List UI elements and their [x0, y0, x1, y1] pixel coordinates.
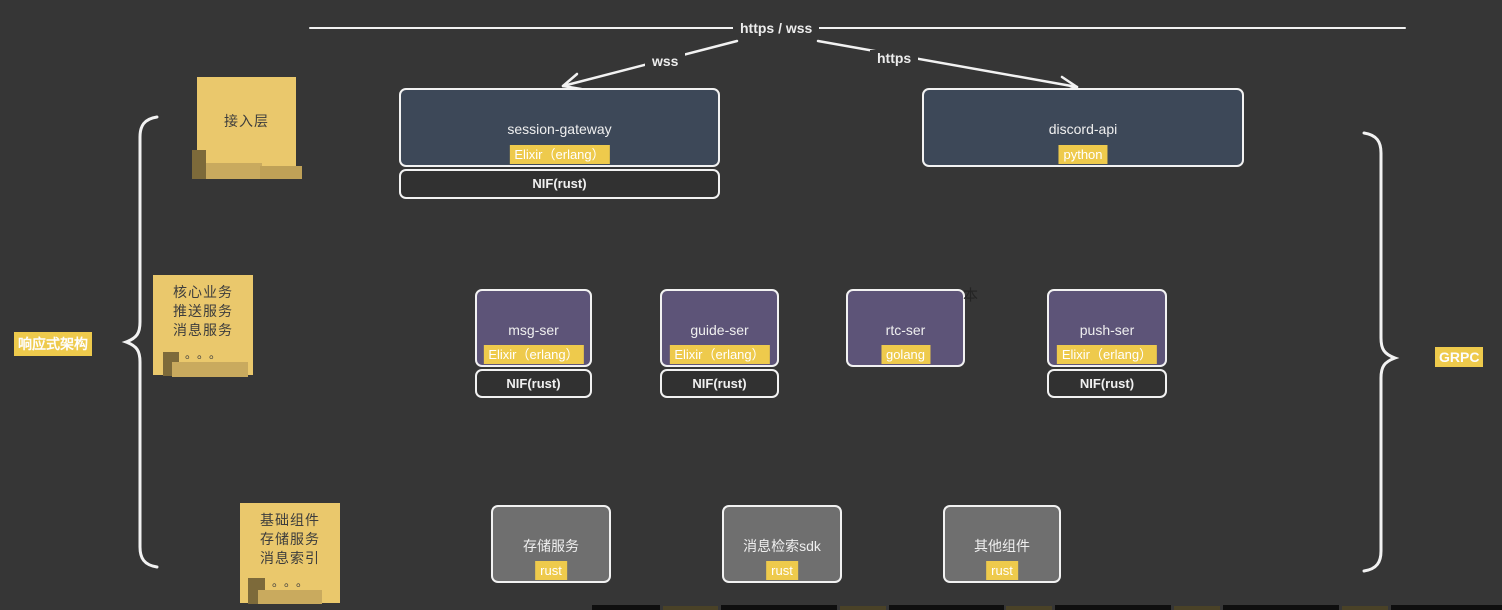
cutoff-box-fragment: [1006, 606, 1052, 610]
push-ser-nif-box[interactable]: NIF(rust): [1047, 369, 1167, 398]
msg-ser-nif-box[interactable]: NIF(rust): [475, 369, 592, 398]
nif-label: NIF(rust): [532, 176, 587, 191]
tech-highlight: Elixir（erlang）: [509, 145, 610, 164]
box-title: push-ser: [1079, 322, 1135, 338]
cutoff-box-fragment: [663, 606, 718, 610]
sticky-text: 核心业务: [173, 284, 233, 300]
session-gateway-nif-box[interactable]: NIF(rust): [399, 169, 720, 199]
nif-label: NIF(rust): [692, 376, 747, 391]
box-title: guide-ser: [690, 322, 749, 338]
top-line-label: https / wss: [733, 20, 820, 36]
rtc-ser-box[interactable]: rtc-ser golang: [846, 289, 965, 367]
sticky-ellipsis: 。。。: [271, 575, 314, 589]
nif-label: NIF(rust): [506, 376, 561, 391]
box-title: 消息检索sdk: [743, 538, 821, 554]
box-title: 存储服务: [523, 538, 579, 554]
box-title: 其他组件: [974, 538, 1030, 554]
cutoff-box-fragment: [592, 605, 660, 610]
sticky-text: 存储服务: [260, 531, 320, 547]
cutoff-box-fragment: [1055, 605, 1171, 610]
box-title: rtc-ser: [885, 322, 926, 338]
cutoff-box-fragment: [1342, 606, 1388, 610]
msg-ser-box[interactable]: msg-ser Elixir（erlang）: [475, 289, 592, 367]
cutoff-box-fragment: [840, 606, 886, 610]
stray-character: 本: [963, 287, 979, 304]
https-arrow-label: https: [870, 50, 919, 66]
wss-arrow-label: wss: [645, 53, 686, 69]
sticky-smudge: [258, 590, 322, 604]
sticky-text: 消息索引: [260, 550, 320, 566]
tech-highlight: Elixir（erlang）: [483, 345, 584, 364]
sticky-text: 接入层: [224, 113, 269, 129]
tech-highlight: Elixir（erlang）: [669, 345, 770, 364]
sticky-smudge: [192, 150, 206, 179]
sticky-text: 基础组件: [260, 512, 320, 528]
message-search-sdk-box[interactable]: 消息检索sdk rust: [722, 505, 842, 583]
tech-highlight: python: [1058, 145, 1108, 164]
reactive-architecture-label: 响应式架构: [14, 332, 92, 356]
guide-ser-nif-box[interactable]: NIF(rust): [660, 369, 779, 398]
sticky-text: 推送服务: [173, 303, 233, 319]
tech-highlight: Elixir（erlang）: [1056, 345, 1158, 364]
cutoff-box-fragment: [889, 605, 1004, 610]
cutoff-box-fragment: [721, 605, 837, 610]
tech-highlight: golang: [880, 345, 931, 364]
storage-service-box[interactable]: 存储服务 rust: [491, 505, 611, 583]
cutoff-box-fragment: [1174, 606, 1220, 610]
sticky-ellipsis: 。。。: [184, 347, 227, 361]
sticky-text: 消息服务: [173, 322, 233, 338]
right-brace: [1362, 131, 1400, 573]
box-title: discord-api: [1048, 121, 1118, 137]
tech-highlight: rust: [986, 561, 1018, 580]
cutoff-box-fragment: [1223, 605, 1339, 610]
sticky-note-access-layer[interactable]: 接入层: [197, 77, 296, 177]
box-title: msg-ser: [508, 322, 559, 338]
nif-label: NIF(rust): [1079, 376, 1135, 391]
push-ser-box[interactable]: push-ser Elixir（erlang）: [1047, 289, 1167, 367]
sticky-smudge: [206, 163, 262, 179]
box-title: session-gateway: [507, 121, 612, 137]
sticky-smudge: [260, 166, 302, 179]
tech-highlight: rust: [766, 561, 798, 580]
guide-ser-box[interactable]: guide-ser Elixir（erlang）: [660, 289, 779, 367]
tech-highlight: rust: [535, 561, 567, 580]
session-gateway-box[interactable]: session-gateway Elixir（erlang）: [399, 88, 720, 167]
sticky-smudge: [172, 362, 248, 377]
grpc-label: GRPC: [1435, 347, 1484, 367]
cutoff-box-fragment: [1391, 605, 1502, 610]
wss-arrowhead: [561, 72, 583, 91]
other-components-box[interactable]: 其他组件 rust: [943, 505, 1061, 583]
discord-api-box[interactable]: discord-api python: [922, 88, 1244, 167]
https-arrow-line: [816, 39, 1079, 89]
